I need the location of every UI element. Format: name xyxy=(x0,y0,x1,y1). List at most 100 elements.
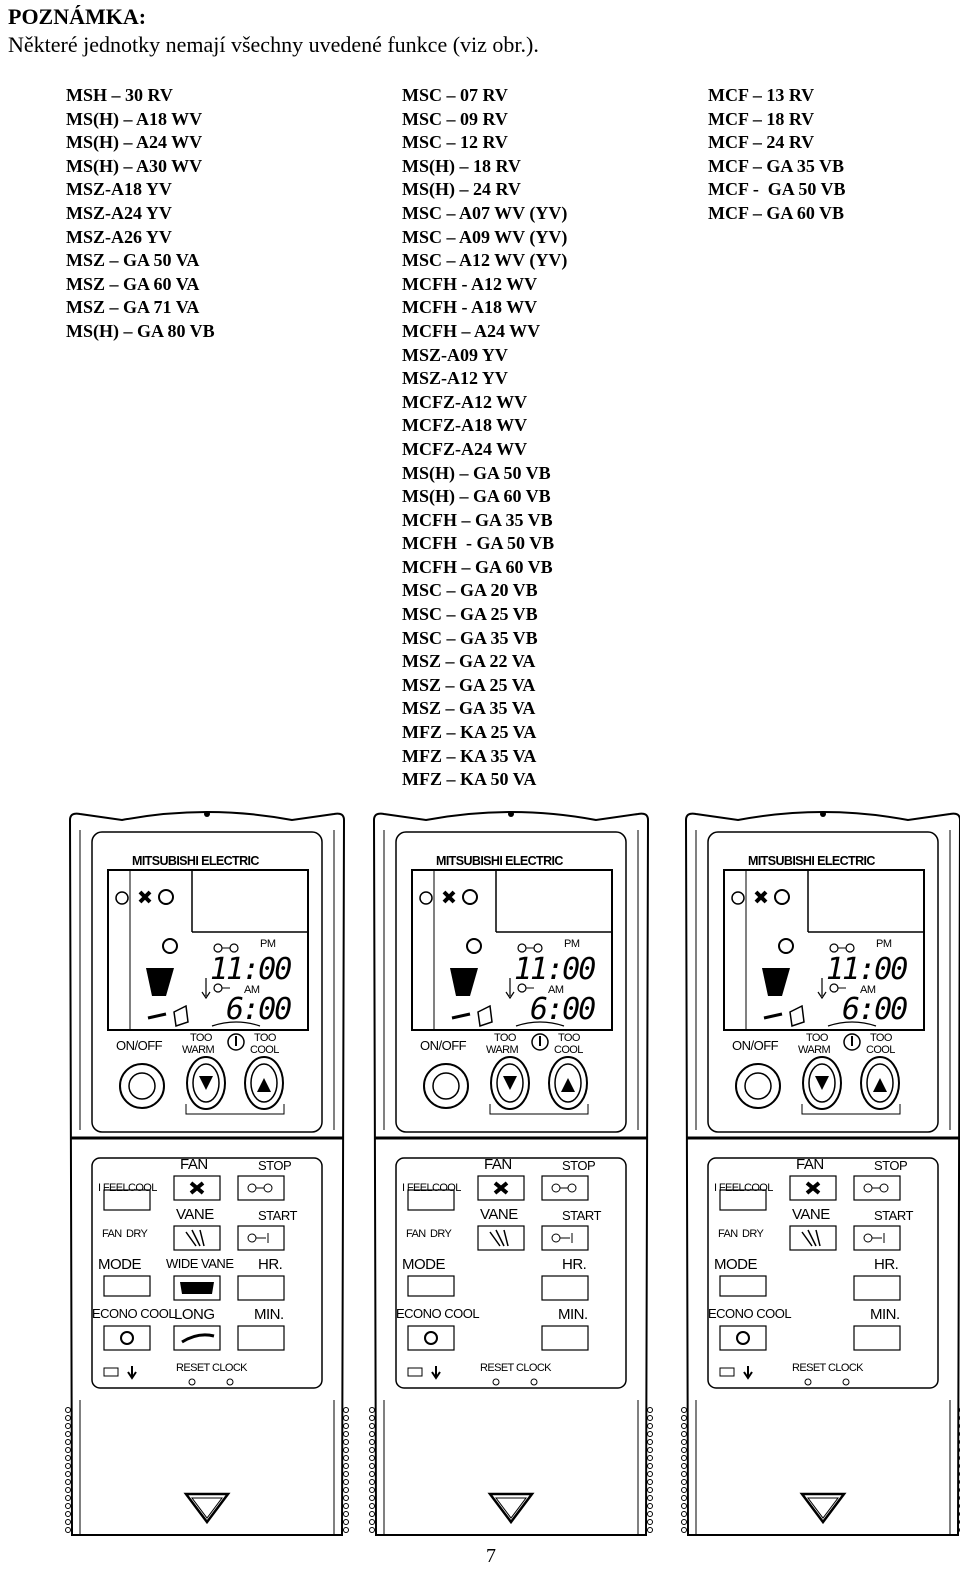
timer-stop-label: STOP xyxy=(874,1158,908,1173)
on-off-label: ON/OFF xyxy=(732,1038,779,1053)
too-cool-label: TOO xyxy=(870,1032,892,1044)
mode-button-label: MODE xyxy=(402,1256,446,1273)
model-name: MCFH – GA 60 VB xyxy=(402,556,553,577)
model-name: MFZ – KA 25 VA xyxy=(402,722,537,743)
model-name: MSH – 30 RV xyxy=(66,85,173,105)
fan-mode-label: FAN xyxy=(102,1228,122,1240)
timer-start-label: START xyxy=(258,1208,297,1223)
remote-drawing xyxy=(681,811,960,1536)
brand-logo-text: MITSUBISHI ELECTRIC xyxy=(748,854,875,868)
model-name: MS(H) – A30 WV xyxy=(66,155,203,176)
cool-mode-label: COOL xyxy=(128,1182,157,1194)
model-name: MS(H) – GA 80 VB xyxy=(66,320,215,341)
model-name: MS(H) – 18 RV xyxy=(402,155,521,176)
hour-button-label: HR. xyxy=(562,1256,587,1273)
pm-indicator: PM xyxy=(876,938,892,950)
model-name: MCFH – A24 WV xyxy=(402,320,541,341)
fan-button-label: FAN xyxy=(796,1156,824,1173)
model-name: MSC – GA 35 VB xyxy=(402,627,538,648)
too-cool-label: COOL xyxy=(554,1044,583,1056)
pm-indicator: PM xyxy=(564,938,580,950)
model-name: MSC – GA 25 VB xyxy=(402,604,538,625)
remote-drawing xyxy=(65,811,349,1536)
model-name: MCFH - A18 WV xyxy=(402,297,538,318)
brand-logo-text: MITSUBISHI ELECTRIC xyxy=(132,854,259,868)
model-name: MSC – GA 20 VB xyxy=(402,580,538,601)
model-name: MCF – GA 35 VB xyxy=(708,155,845,176)
model-name: MSZ – GA 25 VA xyxy=(402,674,536,695)
model-name: MCFZ-A24 WV xyxy=(402,438,528,459)
too-warm-label: TOO xyxy=(190,1032,212,1044)
model-name: MSC – A12 WV (YV) xyxy=(402,250,568,271)
pm-indicator: PM xyxy=(260,938,276,950)
too-cool-label: COOL xyxy=(250,1044,279,1056)
on-off-label: ON/OFF xyxy=(420,1038,467,1053)
cool-mode-label: COOL xyxy=(744,1182,773,1194)
model-name: MCF – 13 RV xyxy=(708,85,815,105)
econo-cool-label: ECONO COOL xyxy=(92,1306,176,1321)
model-name: MSZ – GA 71 VA xyxy=(66,297,200,318)
remote-control-no-wide-vane: MITSUBISHI ELECTRIC 11:00 6:00 PM AM ON/OFF TO… xyxy=(366,800,656,1540)
model-name: MSC – 07 RV xyxy=(402,85,508,105)
fan-mode-label: FAN xyxy=(406,1228,426,1240)
too-cool-label: COOL xyxy=(866,1044,895,1056)
model-name: MCFZ-A12 WV xyxy=(402,391,528,412)
too-warm-label: WARM xyxy=(182,1044,215,1056)
model-name: MSZ-A18 YV xyxy=(66,179,172,200)
am-indicator: AM xyxy=(244,984,260,996)
too-warm-label: TOO xyxy=(494,1032,516,1044)
dry-mode-label: DRY xyxy=(430,1228,452,1240)
model-name: MS(H) – GA 50 VB xyxy=(402,462,551,483)
reset-label: RESET xyxy=(792,1362,826,1374)
i-feel-label: I FEEL xyxy=(402,1182,433,1194)
model-name: MFZ – KA 35 VA xyxy=(402,745,537,766)
mode-button-label: MODE xyxy=(98,1256,142,1273)
i-feel-label: I FEEL xyxy=(98,1182,129,1194)
model-name: MSZ-A12 YV xyxy=(402,368,508,389)
clock-label: CLOCK xyxy=(828,1362,864,1374)
model-name: MCF - GA 50 VB xyxy=(708,179,846,200)
econo-cool-label: ECONO COOL xyxy=(396,1306,480,1321)
model-name: MCFZ-A18 WV xyxy=(402,415,528,436)
am-indicator: AM xyxy=(548,984,564,996)
minute-button-label: MIN. xyxy=(558,1306,588,1323)
am-indicator: AM xyxy=(860,984,876,996)
minute-button-label: MIN. xyxy=(870,1306,900,1323)
brand-logo-text: MITSUBISHI ELECTRIC xyxy=(436,854,563,868)
model-name: MSC – 09 RV xyxy=(402,108,508,129)
too-cool-label: TOO xyxy=(558,1032,580,1044)
too-warm-label: WARM xyxy=(798,1044,831,1056)
display-time-am: 6:00 xyxy=(530,992,596,1027)
reset-label: RESET xyxy=(480,1362,514,1374)
model-name: MSC – A09 WV (YV) xyxy=(402,226,568,247)
model-name: MCF – GA 60 VB xyxy=(708,202,845,223)
display-time-pm: 11:00 xyxy=(514,952,596,987)
model-name: MSZ – GA 50 VA xyxy=(66,250,200,271)
note-title: POZNÁMKA: xyxy=(8,4,147,29)
model-name: MCF – 18 RV xyxy=(708,108,815,129)
hour-button-label: HR. xyxy=(258,1256,283,1273)
model-name: MS(H) – 24 RV xyxy=(402,179,521,200)
model-name: MSZ – GA 60 VA xyxy=(66,273,200,294)
vane-button-label: VANE xyxy=(792,1206,830,1223)
timer-start-label: START xyxy=(562,1208,601,1223)
model-name: MFZ – KA 50 VA xyxy=(402,769,537,790)
page-number: 7 xyxy=(486,1545,496,1567)
model-name: MCF – 24 RV xyxy=(708,132,815,153)
model-name: MSZ – GA 22 VA xyxy=(402,651,536,672)
minute-button-label: MIN. xyxy=(254,1306,284,1323)
model-name: MS(H) – GA 60 VB xyxy=(402,486,551,507)
econo-cool-label: ECONO COOL xyxy=(708,1306,792,1321)
model-name: MCFH - A12 WV xyxy=(402,273,538,294)
too-warm-label: TOO xyxy=(806,1032,828,1044)
display-time-pm: 11:00 xyxy=(210,952,292,987)
model-name: MSZ-A26 YV xyxy=(66,226,172,247)
timer-stop-label: STOP xyxy=(562,1158,596,1173)
reset-label: RESET xyxy=(176,1362,210,1374)
cool-mode-label: COOL xyxy=(432,1182,461,1194)
